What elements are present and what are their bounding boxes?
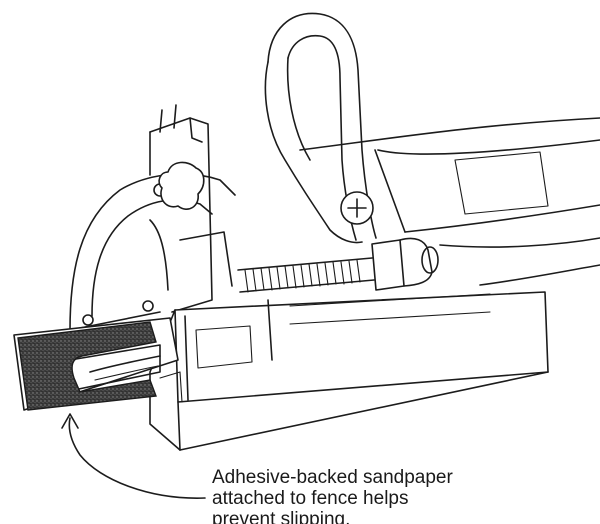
sandpaper-pad <box>17 321 157 411</box>
caption-line-3: prevent slipping. <box>212 509 351 524</box>
spring <box>237 237 439 293</box>
handle-screw <box>340 191 374 225</box>
motor-housing <box>299 117 600 286</box>
blade-slot <box>89 355 161 381</box>
caption-line-2: attached to fence helps <box>212 488 409 509</box>
fence <box>149 291 549 451</box>
annotation-arrow <box>61 413 206 499</box>
caption-line-1: Adhesive-backed sandpaper <box>212 467 453 488</box>
annotation-caption: Adhesive-backed sandpaper attached to fe… <box>212 467 592 524</box>
adjustment-knob <box>158 161 205 210</box>
height-bracket <box>149 104 233 313</box>
